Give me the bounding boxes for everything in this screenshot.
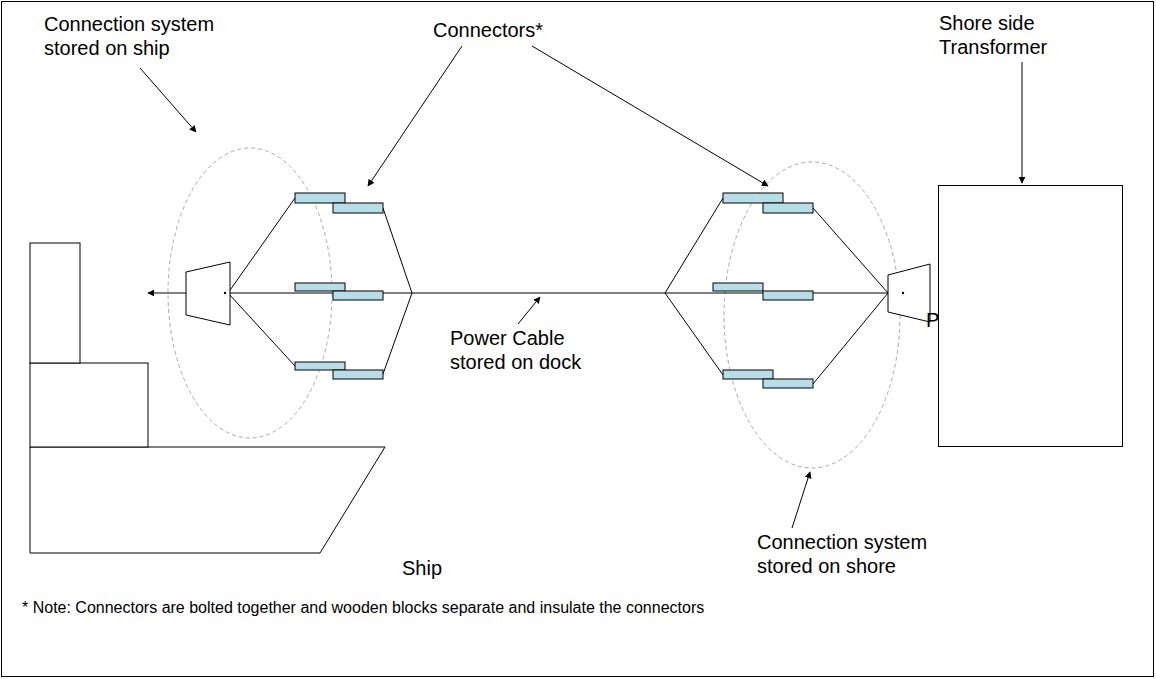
plug-symbol: [186, 262, 930, 325]
transformer-box: Shore side Transformer: [938, 185, 1123, 447]
ship-label: Ship: [402, 556, 442, 580]
leader-arrow: [140, 46, 1022, 528]
note-text: * Note: Connectors are bolted together a…: [22, 596, 704, 620]
connector-blocks: [295, 193, 813, 388]
callout-label: Connection system stored on ship: [44, 12, 234, 60]
ship-drawing: [30, 243, 385, 553]
plug-dot: [902, 292, 904, 294]
dashed-ellipse: [724, 162, 900, 468]
node-heading: Shore side Transformer: [939, 11, 1069, 59]
cable-label: Power Cable stored on dock: [450, 326, 600, 374]
plug-dot: [224, 292, 226, 294]
callout-label: Connection system stored on shore: [757, 530, 957, 578]
callout-label: Connectors*: [433, 18, 543, 42]
power-cable: [228, 198, 888, 384]
